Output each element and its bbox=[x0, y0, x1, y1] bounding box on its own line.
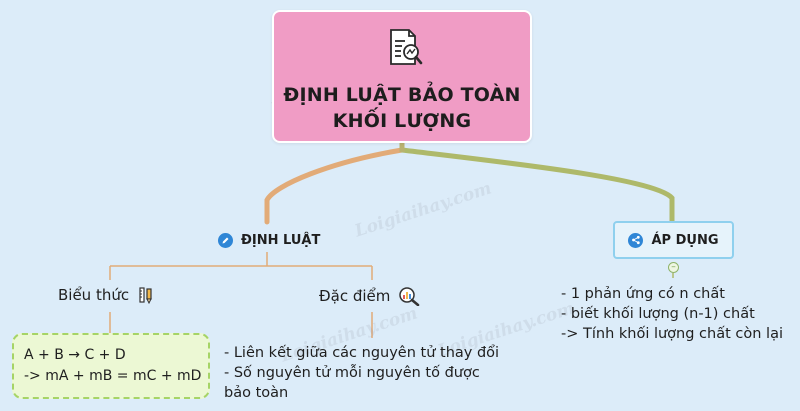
collapse-toggle[interactable]: – bbox=[668, 262, 679, 273]
root-node[interactable]: ĐỊNH LUẬT BẢO TOÀN KHỐI LƯỢNG bbox=[272, 10, 532, 143]
formula-box: A + B → C + D -> mA + mB = mC + mD bbox=[12, 333, 210, 399]
node-dac-diem-label: Đặc điểm bbox=[319, 287, 391, 305]
node-dac-diem[interactable]: Đặc điểm bbox=[319, 286, 420, 306]
root-title-line2: KHỐI LƯỢNG bbox=[332, 110, 472, 132]
ap-dung-line: -> Tính khối lượng chất còn lại bbox=[561, 326, 783, 342]
branch-dinh-luat-label: ĐỊNH LUẬT bbox=[241, 233, 321, 248]
branch-ap-dung-label: ÁP DỤNG bbox=[651, 232, 719, 248]
ap-dung-text: - 1 phản ứng có n chất - biết khối lượng… bbox=[561, 284, 783, 344]
connector-dinh-luat-children bbox=[109, 252, 373, 280]
dac-diem-line: bảo toàn bbox=[224, 385, 289, 401]
branch-ap-dung[interactable]: ÁP DỤNG bbox=[613, 221, 734, 259]
branch-dinh-luat[interactable]: ĐỊNH LUẬT bbox=[218, 233, 320, 248]
formula-line: -> mA + mB = mC + mD bbox=[24, 368, 202, 384]
node-bieu-thuc-label: Biểu thức bbox=[58, 286, 130, 304]
root-title-line1: ĐỊNH LUẬT BẢO TOÀN bbox=[283, 84, 521, 106]
document-analysis-icon bbox=[390, 29, 423, 65]
connector-root-ap-dung bbox=[399, 147, 675, 224]
ap-dung-line: - 1 phản ứng có n chất bbox=[561, 286, 725, 302]
dac-diem-line: - Liên kết giữa các nguyên tử thay đổi bbox=[224, 345, 500, 361]
connector-root-dinh-luat bbox=[264, 147, 405, 225]
ruler-pencil-icon bbox=[139, 287, 152, 304]
pencil-icon bbox=[218, 233, 233, 248]
root-title: ĐỊNH LUẬT BẢO TOÀN KHỐI LƯỢNG bbox=[274, 82, 530, 134]
dac-diem-line: - Số nguyên tử mỗi nguyên tố được bbox=[224, 365, 480, 381]
magnifier-chart-icon bbox=[399, 287, 420, 306]
node-bieu-thuc[interactable]: Biểu thức bbox=[58, 286, 155, 304]
dac-diem-text: - Liên kết giữa các nguyên tử thay đổi -… bbox=[224, 343, 499, 403]
share-icon bbox=[628, 232, 644, 248]
ap-dung-line: - biết khối lượng (n-1) chất bbox=[561, 306, 755, 322]
formula-line: A + B → C + D bbox=[24, 347, 126, 363]
